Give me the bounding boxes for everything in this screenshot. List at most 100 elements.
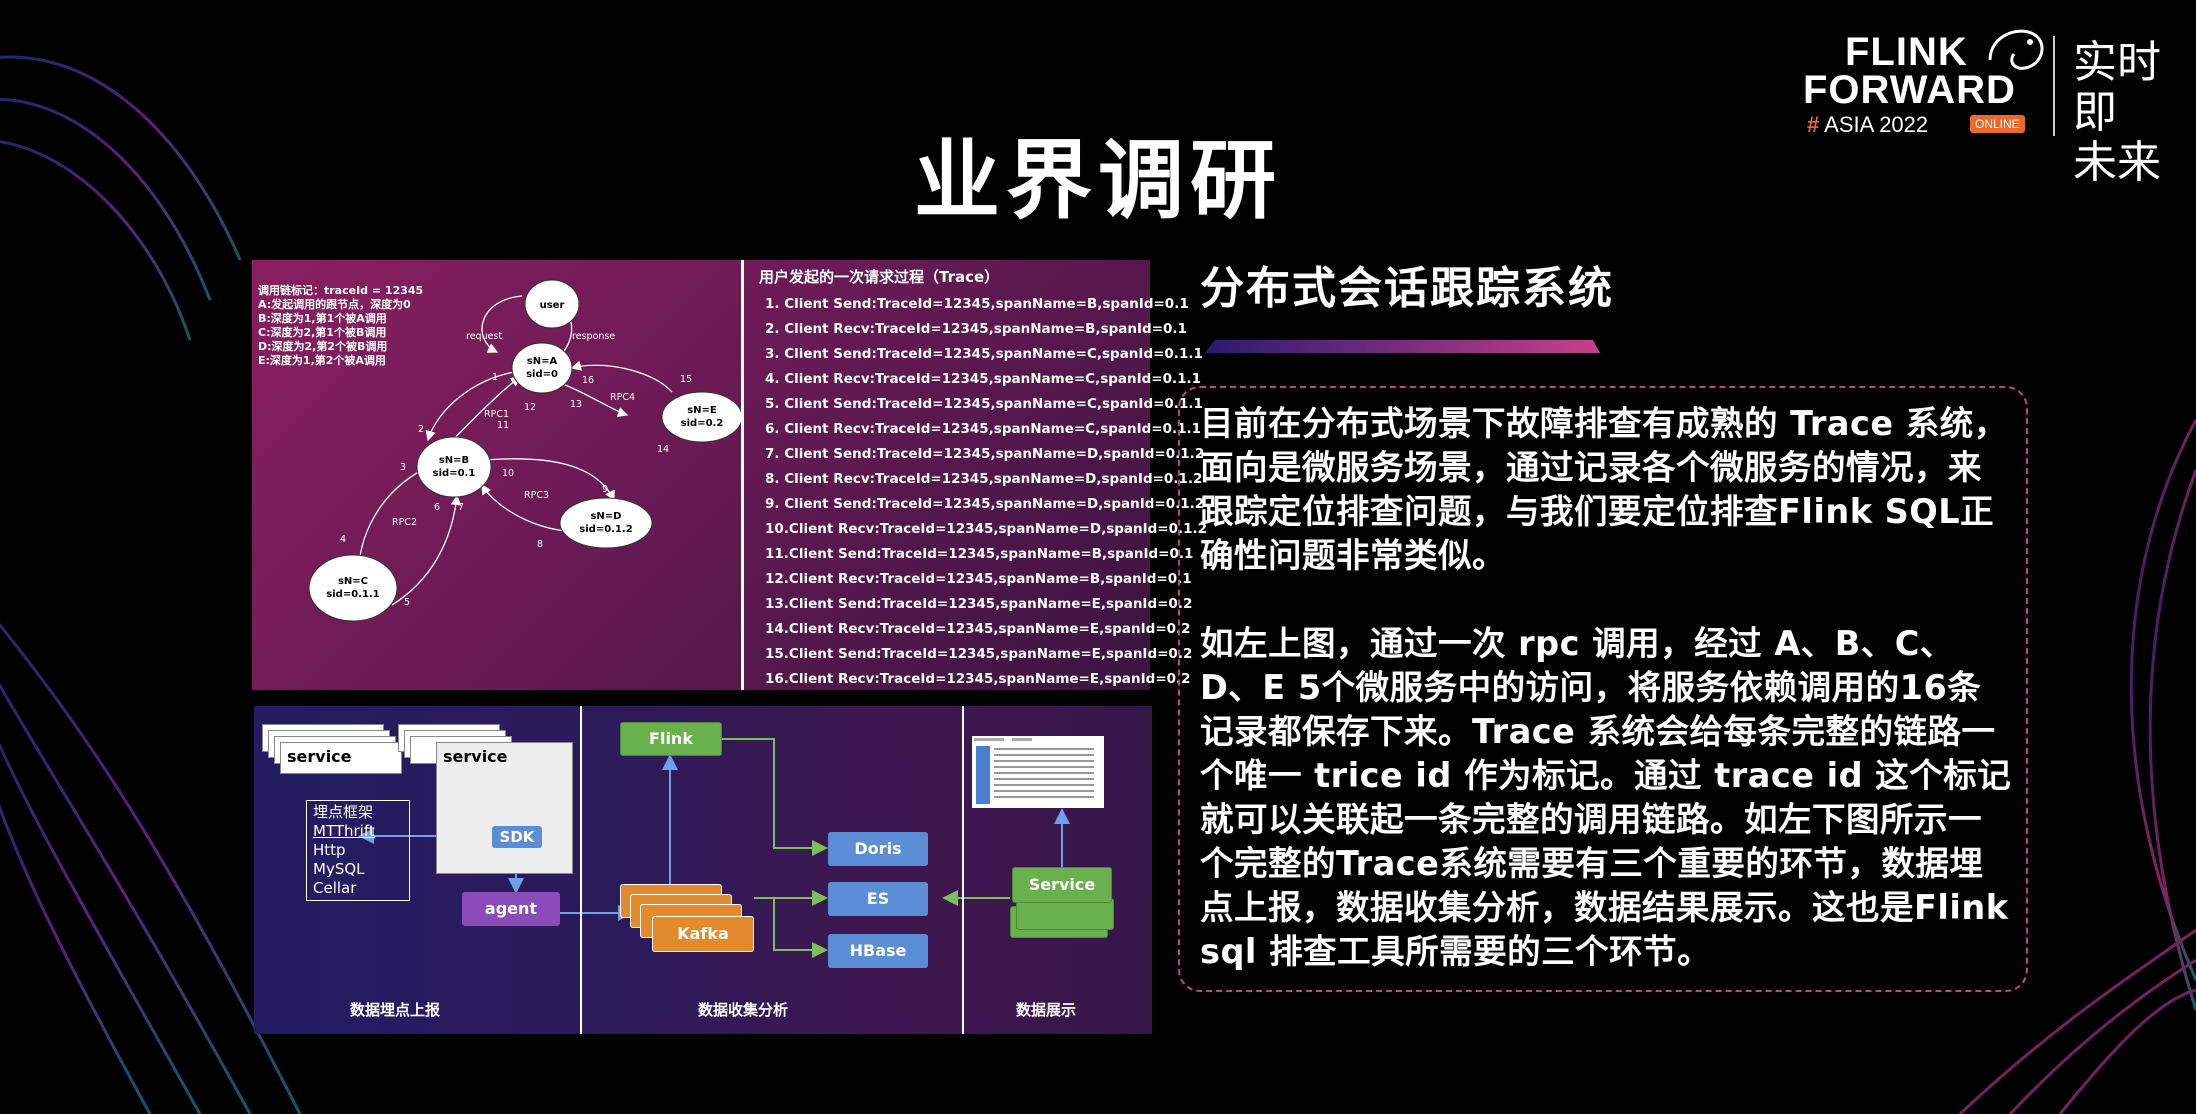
label-n14: 14 bbox=[657, 444, 669, 455]
label-rpc1: RPC1 bbox=[484, 409, 509, 420]
logo-text-flink: FLINK bbox=[1845, 30, 1968, 74]
line-flink-to-doris bbox=[719, 738, 828, 856]
trace-list-item: 5. Client Send:TraceId=12345,spanName=C,… bbox=[765, 396, 1203, 412]
logo-divider bbox=[2053, 36, 2055, 136]
node-d: sN=D sid=0.1.2 bbox=[559, 497, 653, 549]
label-n5: 5 bbox=[404, 597, 410, 608]
trace-list-item: 8. Client Recv:TraceId=12345,spanName=D,… bbox=[765, 471, 1203, 487]
squirrel-icon bbox=[1988, 29, 2044, 70]
dashboard-thumbnail bbox=[972, 736, 1104, 808]
node-b: sN=B sid=0.1 bbox=[416, 436, 492, 498]
label-n4: 4 bbox=[340, 534, 346, 545]
legend-line: C:深度为2,第1个被B调用 bbox=[258, 326, 387, 339]
trace-list-item: 12.Client Recv:TraceId=12345,spanName=B,… bbox=[765, 571, 1192, 587]
label-n12: 12 bbox=[524, 402, 536, 413]
service-stack bbox=[1016, 898, 1114, 930]
section-divider bbox=[580, 706, 582, 1034]
service-label: service bbox=[443, 747, 508, 766]
sdk-box: SDK bbox=[492, 826, 542, 848]
node-a-name: sN=A bbox=[527, 356, 558, 367]
section-label-display: 数据展示 bbox=[1016, 1001, 1077, 1019]
framework-item: MTThrift bbox=[313, 822, 375, 840]
node-user-label: user bbox=[540, 300, 565, 311]
trace-architecture-panel: service service 埋点框架 MTThrift Http MySQL… bbox=[254, 706, 1152, 1034]
logo-slogan-line2: 未来 bbox=[2073, 137, 2161, 188]
label-n11: 11 bbox=[497, 420, 509, 431]
description-paragraph-2: 如左上图，通过一次 rpc 调用，经过 A、B、C、D、E 5个微服务中的访问，… bbox=[1200, 624, 2012, 971]
section-divider bbox=[962, 706, 964, 1034]
legend-line: D:深度为2,第2个被B调用 bbox=[258, 340, 388, 353]
trace-request-list: 用户发起的一次请求过程（Trace） 1. Client Send:TraceI… bbox=[759, 265, 1207, 692]
label-n9: 9 bbox=[602, 484, 608, 495]
section-label-analyze: 数据收集分析 bbox=[698, 1001, 789, 1019]
call-graph: user sN=A sid=0 sN=B sid=0.1 sN=C sid=0.… bbox=[308, 279, 742, 622]
es-box: ES bbox=[828, 882, 928, 916]
trace-diagram-panel: 调用链标记：traceId = 12345 A:发起调用的跟节点，深度为0 B:… bbox=[252, 260, 1207, 690]
section-label-collect: 数据埋点上报 bbox=[350, 1001, 441, 1019]
node-b-sid: sid=0.1 bbox=[433, 468, 476, 479]
node-e-name: sN=E bbox=[687, 405, 717, 416]
kafka-box: Kafka bbox=[652, 916, 754, 952]
trace-list-item: 2. Client Recv:TraceId=12345,spanName=B,… bbox=[765, 321, 1187, 337]
service-box: Service bbox=[1012, 867, 1112, 903]
trace-list-item: 13.Client Send:TraceId=12345,spanName=E,… bbox=[765, 596, 1193, 612]
node-c-name: sN=C bbox=[338, 576, 368, 587]
node-a-sid: sid=0 bbox=[526, 369, 558, 380]
label-n10: 10 bbox=[502, 468, 514, 479]
node-b-name: sN=B bbox=[439, 455, 469, 466]
edge-request bbox=[481, 295, 523, 353]
label-n2: 2 bbox=[418, 424, 424, 435]
node-e: sN=E sid=0.2 bbox=[661, 391, 742, 443]
node-c-sid: sid=0.1.1 bbox=[326, 589, 379, 600]
framework-item: MySQL bbox=[313, 860, 365, 878]
trace-list-item: 16.Client Recv:TraceId=12345,spanName=E,… bbox=[765, 671, 1191, 687]
label-n7: 7 bbox=[458, 502, 464, 513]
logo-slogan-line1: 实时即 bbox=[2073, 37, 2161, 138]
node-a: sN=A sid=0 bbox=[511, 342, 573, 394]
framework-item: 埋点框架 bbox=[313, 803, 374, 821]
label-n1: 1 bbox=[492, 372, 498, 383]
node-user: user bbox=[524, 279, 580, 329]
node-c: sN=C sid=0.1.1 bbox=[308, 554, 398, 622]
trace-legend: 调用链标记：traceId = 12345 A:发起调用的跟节点，深度为0 B:… bbox=[258, 284, 423, 368]
logo-asia-text: ASIA 2022 bbox=[1824, 112, 1929, 137]
service-card-large: service bbox=[436, 742, 573, 874]
flink-forward-logo: FLINK FORWARD # ASIA 2022 ONLINE 实时即 未来 bbox=[1795, 20, 2175, 188]
trace-list-item: 4. Client Recv:TraceId=12345,spanName=C,… bbox=[765, 371, 1202, 387]
trace-list-item: 14.Client Recv:TraceId=12345,spanName=E,… bbox=[765, 621, 1191, 637]
logo-text-forward: FORWARD bbox=[1803, 68, 2016, 112]
label-n3: 3 bbox=[400, 462, 406, 473]
logo-event: # ASIA 2022 bbox=[1807, 112, 1928, 138]
trace-list-item: 11.Client Send:TraceId=12345,spanName=B,… bbox=[765, 546, 1194, 562]
label-rpc3: RPC3 bbox=[524, 490, 549, 501]
instrumentation-framework-list: 埋点框架 MTThrift Http MySQL Cellar bbox=[306, 800, 410, 901]
label-response: response bbox=[572, 331, 615, 342]
trace-list-item: 7. Client Send:TraceId=12345,spanName=D,… bbox=[765, 446, 1205, 462]
trace-list-item: 10.Client Recv:TraceId=12345,spanName=D,… bbox=[765, 521, 1208, 537]
logo-online-badge: ONLINE bbox=[1970, 115, 2025, 133]
legend-line: A:发起调用的跟节点，深度为0 bbox=[258, 298, 411, 311]
trace-list-item: 9. Client Send:TraceId=12345,spanName=D,… bbox=[765, 496, 1205, 512]
legend-line: 调用链标记：traceId = 12345 bbox=[258, 284, 424, 297]
logo-hash: # bbox=[1807, 112, 1820, 137]
trace-list-item: 3. Client Send:TraceId=12345,spanName=C,… bbox=[765, 346, 1203, 362]
label-n6: 6 bbox=[434, 502, 440, 513]
label-request: request bbox=[466, 331, 502, 342]
label-n13: 13 bbox=[570, 399, 582, 410]
trace-divider bbox=[741, 260, 744, 690]
slide-title: 业界调研 bbox=[914, 131, 1282, 231]
architecture-connectors bbox=[358, 738, 1070, 958]
node-d-sid: sid=0.1.2 bbox=[579, 524, 632, 535]
label-n8: 8 bbox=[537, 539, 543, 550]
agent-box: agent bbox=[462, 892, 560, 926]
label-rpc4: RPC4 bbox=[610, 392, 635, 403]
heading-underline-bar bbox=[1205, 340, 1600, 353]
description-box: 目前在分布式场景下故障排查有成熟的 Trace 系统，面向是微服务场景，通过记录… bbox=[1178, 386, 2028, 992]
flink-box: Flink bbox=[620, 722, 722, 756]
service-card-front: service bbox=[280, 742, 402, 774]
trace-list-title: 用户发起的一次请求过程（Trace） bbox=[759, 268, 1000, 286]
legend-line: B:深度为1,第1个被A调用 bbox=[258, 312, 387, 325]
edge-c-b bbox=[391, 494, 462, 606]
line-kafka-to-hbase bbox=[773, 898, 828, 958]
description-paragraph-1: 目前在分布式场景下故障排查有成熟的 Trace 系统，面向是微服务场景，通过记录… bbox=[1200, 404, 2008, 575]
